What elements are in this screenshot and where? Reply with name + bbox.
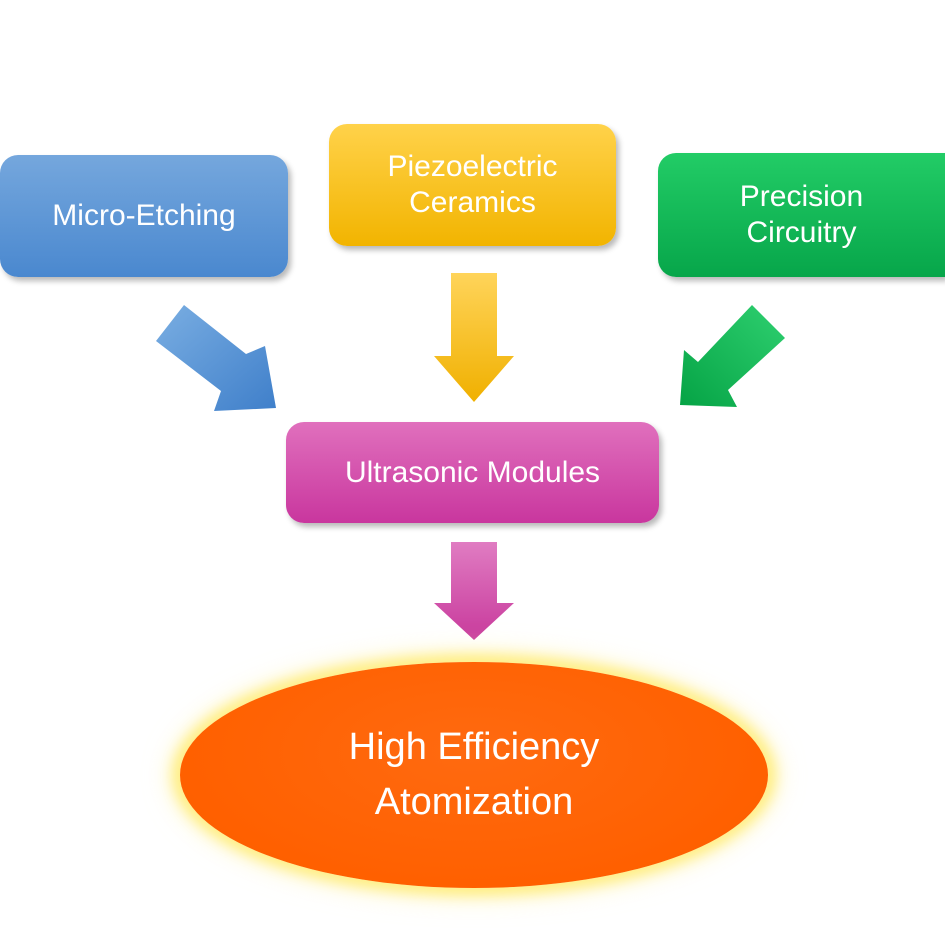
arrow-precision-circuitry-to-modules — [680, 305, 785, 407]
ultrasonic-modules-box: Ultrasonic Modules — [286, 422, 659, 523]
arrow-modules-to-atomization — [434, 542, 514, 640]
ultrasonic-modules-label: Ultrasonic Modules — [344, 455, 601, 489]
high-efficiency-atomization-ellipse: High Efficiency Atomization — [180, 662, 768, 888]
precision-circuitry-box: Precision Circuitry — [658, 153, 945, 277]
piezoelectric-ceramics-box: Piezoelectric Ceramics — [329, 124, 616, 246]
precision-circuitry-label: Precision Circuitry — [739, 180, 864, 249]
micro-etching-box: Micro-Etching — [0, 155, 288, 277]
arrow-micro-etching-to-modules — [156, 305, 276, 411]
arrow-piezoelectric-to-modules — [434, 273, 514, 402]
piezoelectric-ceramics-label: Piezoelectric Ceramics — [387, 150, 558, 219]
high-efficiency-atomization-label: High Efficiency Atomization — [348, 725, 600, 823]
micro-etching-label: Micro-Etching — [52, 199, 236, 232]
